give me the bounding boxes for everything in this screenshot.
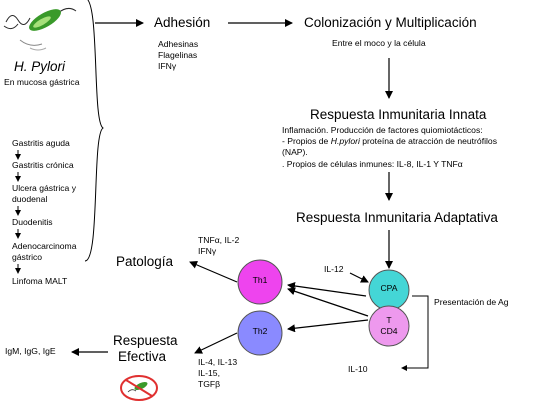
arrow-tcd4-to-th1 — [287, 287, 369, 317]
cpa-label: CPA — [380, 283, 398, 293]
organism-subtitle: En mucosa gástrica — [4, 77, 80, 87]
patologia-item: gástrico — [12, 252, 43, 262]
patologia-item: Gastritis aguda — [12, 138, 70, 148]
adhesion-title: Adhesión — [154, 15, 211, 30]
th2-label: Th2 — [252, 326, 268, 336]
colonizacion-title: Colonización y Multiplicación — [304, 15, 477, 30]
efectiva-line2: Efectiva — [118, 349, 167, 364]
innata-line1: Inflamación. Producción de factores quio… — [282, 125, 483, 135]
th2-cytokines-line1: IL-4, IL-13 — [198, 357, 238, 367]
tcd4-label-line2: CD4 — [380, 326, 398, 336]
adaptativa-title: Respuesta Inmunitaria Adaptativa — [296, 210, 498, 225]
th1-cell — [237, 259, 283, 305]
presentacion-ag-connector — [410, 295, 429, 369]
patologia-item: Duodenitis — [12, 217, 53, 227]
colonizacion-subtitle: Entre el moco y la célula — [332, 38, 426, 48]
patologia-title: Patología — [116, 254, 174, 269]
presentacion-ag-label: Presentación de Ag — [434, 297, 509, 307]
patologia-item: Linfoma MALT — [12, 276, 68, 286]
th1-label: Th1 — [252, 275, 268, 285]
anticuerpos-label: IgM, IgG, IgE — [5, 346, 56, 356]
tcd4-label-line1: T — [386, 315, 392, 325]
innata-line4: . Propios de células inmunes: IL-8, IL-1… — [282, 159, 463, 169]
il12-label: IL-12 — [324, 264, 344, 274]
adhesion-item: IFNγ — [158, 61, 177, 71]
th1-cytokines-line1: TNFα, IL-2 — [198, 235, 240, 245]
patologia-item: Gastritis crónica — [12, 160, 74, 170]
patologia-item: duodenal — [12, 194, 48, 204]
no-bacteria-icon — [120, 375, 158, 401]
innata-line2: - Propios de H.pylori proteína de atracc… — [282, 136, 497, 146]
adhesion-item: Adhesinas — [158, 39, 199, 49]
arrow-tcd4-to-th2 — [287, 319, 369, 333]
th2-cytokines-line2: IL-15, — [198, 368, 220, 378]
arrow-th1-to-patologia — [189, 261, 238, 283]
organism-name: H. Pylori — [14, 59, 66, 74]
arrow-cpa-to-th1 — [287, 282, 367, 297]
arrow-il12-to-cpa — [349, 272, 369, 283]
th2-cell — [237, 310, 283, 356]
adhesion-item: Flagelinas — [158, 50, 198, 60]
innata-line3: (NAP). — [282, 147, 308, 157]
th2-cytokines-line3: TGFβ — [198, 379, 221, 389]
arrow-th2-to-efectiva — [194, 332, 238, 354]
efectiva-line1: Respuesta — [113, 333, 178, 348]
tcd4-cell — [368, 305, 410, 347]
patologia-item: Ulcera gástrica y — [12, 183, 76, 193]
innata-title: Respuesta Inmunitaria Innata — [310, 107, 487, 122]
hpylori-bacterium-icon — [3, 7, 77, 51]
patologia-item: Adenocarcinoma — [12, 241, 77, 251]
il10-label: IL-10 — [348, 364, 368, 374]
patologia-brace — [84, 0, 104, 262]
th1-cytokines-line2: IFNγ — [198, 246, 217, 256]
